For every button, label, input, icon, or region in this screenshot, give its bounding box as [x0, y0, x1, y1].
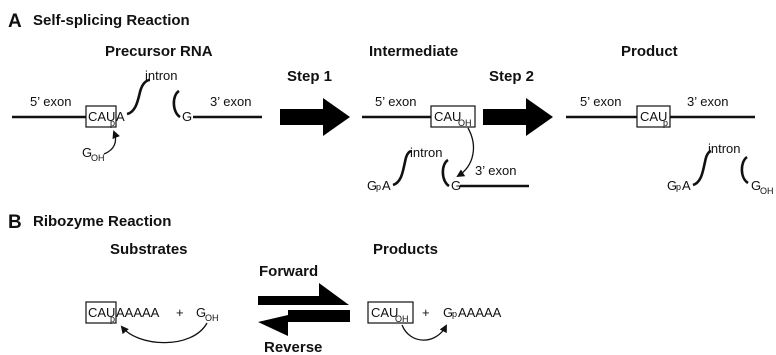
- product-cau-label: CAU: [640, 109, 667, 124]
- substrate-goh-label: G: [196, 305, 206, 320]
- product-b-gp-p: p: [452, 309, 457, 319]
- heading-substrates: Substrates: [110, 241, 188, 258]
- precursor-goh-label: G: [82, 145, 92, 160]
- substrates: CAU p AAAAA + G OH: [85, 301, 219, 344]
- substrate-poly-a-tail: AAAAA: [116, 305, 160, 320]
- heading-product: Product: [621, 43, 678, 60]
- reverse-label: Reverse: [264, 339, 322, 355]
- intermediate-3-exon-label: 3’ exon: [475, 163, 516, 178]
- product-5-exon-label: 5’ exon: [580, 94, 621, 109]
- precursor-intron-left-arm: [126, 78, 151, 116]
- product-goh-label: G: [751, 178, 761, 193]
- intermediate-rna: 5’ exon CAU OH intron G p A G 3’ exon: [362, 94, 529, 193]
- reverse-half-arrow: [258, 310, 350, 336]
- step-2-label: Step 2: [489, 68, 534, 85]
- panel-b-title: Ribozyme Reaction: [33, 213, 171, 230]
- step-2-arrow: Step 2: [483, 68, 553, 136]
- forward-half-arrow: [258, 283, 349, 305]
- product-cau-subscript: p: [663, 118, 668, 128]
- step-1-arrow: Step 1: [280, 68, 350, 136]
- product-rna: 5’ exon CAU p 3’ exon intron G p A G OH: [566, 94, 774, 196]
- intermediate-intron-label: intron: [410, 145, 443, 160]
- precursor-intron-right-arm: [172, 89, 181, 119]
- step-1-arrow-shape: [280, 98, 350, 136]
- intermediate-cau-subscript: OH: [458, 118, 472, 128]
- heading-precursor-rna: Precursor RNA: [105, 43, 213, 60]
- product-b-plus: +: [422, 305, 430, 320]
- precursor-cau-box: [85, 105, 117, 128]
- precursor-cau-label: CAU: [88, 109, 115, 124]
- product-b-cau-box: [367, 301, 414, 324]
- intermediate-cau-label: CAU: [434, 109, 461, 124]
- intermediate-attack-arrow: [456, 127, 475, 178]
- step-1-label: Step 1: [287, 68, 332, 85]
- substrate-cau-label: CAU: [88, 305, 115, 320]
- product-gpa-p: p: [676, 182, 681, 192]
- product-b-cau-label: CAU: [371, 305, 398, 320]
- intermediate-gpa-a: A: [382, 178, 391, 193]
- precursor-rna: 5’ exon CAU p A intron G 3’ exon G OH: [12, 68, 262, 163]
- intermediate-cau-box: [430, 105, 476, 128]
- step-2-arrow-shape: [483, 98, 553, 136]
- substrate-attack-arrow: [120, 322, 208, 344]
- product-gpa-a: A: [682, 178, 691, 193]
- product-intron-right-arm: [740, 155, 749, 185]
- intermediate-gpa-p: p: [376, 182, 381, 192]
- product-b-arrow: [401, 324, 447, 341]
- intermediate-5-exon-label: 5’ exon: [375, 94, 416, 109]
- product-goh-subscript: OH: [760, 186, 774, 196]
- product-b-cau-subscript: OH: [395, 314, 409, 324]
- precursor-a-label: A: [116, 109, 125, 124]
- product-intron-left-arm: [692, 149, 712, 187]
- heading-intermediate: Intermediate: [369, 43, 458, 60]
- forward-label: Forward: [259, 263, 318, 280]
- precursor-3-exon-label: 3’ exon: [210, 94, 251, 109]
- precursor-5-exon-label: 5’ exon: [30, 94, 71, 109]
- intermediate-g-label: G: [451, 178, 461, 193]
- intermediate-intron-right-arm: [441, 158, 450, 188]
- substrate-cau-subscript: p: [110, 314, 115, 324]
- panel-a-title: Self-splicing Reaction: [33, 12, 190, 29]
- precursor-intron-label: intron: [145, 68, 178, 83]
- precursor-goh-subscript: OH: [91, 153, 105, 163]
- precursor-attack-arrow: [103, 130, 120, 155]
- substrate-plus: +: [176, 305, 184, 320]
- heading-products: Products: [373, 241, 438, 258]
- intermediate-gpa-g: G: [367, 178, 377, 193]
- substrate-goh-subscript: OH: [205, 313, 219, 323]
- panel-a-letter: A: [8, 11, 22, 32]
- product-b-gp-g: G: [443, 305, 453, 320]
- products: CAU OH + G p AAAAA: [367, 301, 502, 341]
- precursor-g-label: G: [182, 109, 192, 124]
- substrate-cau-box: [85, 301, 117, 324]
- equilibrium-arrows: Forward Reverse: [258, 263, 350, 355]
- product-intron-label: intron: [708, 141, 741, 156]
- product-gpa-g: G: [667, 178, 677, 193]
- intermediate-intron-left-arm: [392, 149, 412, 187]
- panel-b-letter: B: [8, 212, 22, 233]
- product-3-exon-label: 3’ exon: [687, 94, 728, 109]
- precursor-cau-subscript: p: [110, 118, 115, 128]
- product-b-poly-a-tail: AAAAA: [458, 305, 502, 320]
